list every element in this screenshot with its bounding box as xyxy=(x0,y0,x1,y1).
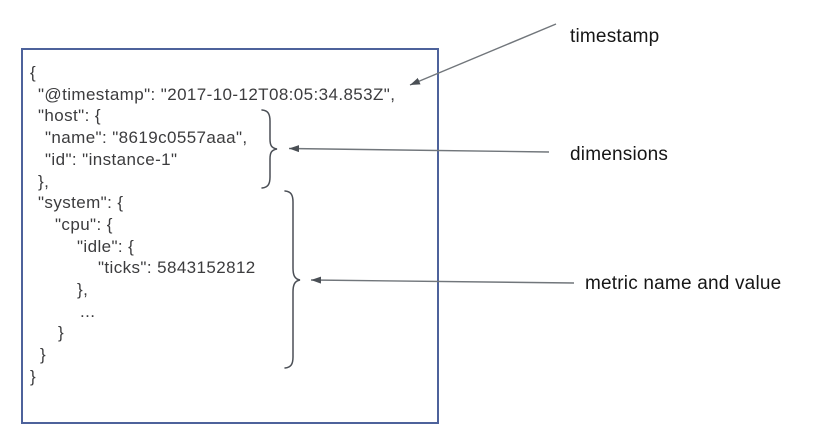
code-line-host-name: "name": "8619c0557aaa", xyxy=(45,128,248,148)
code-line: { xyxy=(30,63,37,82)
code-line: }, xyxy=(38,171,50,191)
code-line-ticks: "ticks": 5843152812 xyxy=(98,258,256,278)
code-line: } xyxy=(40,345,47,365)
code-line-system: "system": { xyxy=(38,193,124,213)
code-line-idle: "idle": { xyxy=(77,236,135,256)
code-line: }, xyxy=(77,280,89,300)
code-line-cpu: "cpu": { xyxy=(55,214,113,234)
metric-name-value-label: metric name and value xyxy=(585,273,782,294)
dimensions-label: dimensions xyxy=(570,144,669,165)
code-line-timestamp: "@timestamp": "2017-10-12T08:05:34.853Z"… xyxy=(38,84,396,104)
timestamp-label: timestamp xyxy=(570,26,660,47)
code-line-host: "host": { xyxy=(38,106,101,126)
metric-document-box: { "@timestamp": "2017-10-12T08:05:34.853… xyxy=(21,48,439,424)
code-line-ellipsis: ... xyxy=(80,301,96,321)
code-line: } xyxy=(58,323,65,343)
code-line-host-id: "id": "instance-1" xyxy=(45,149,178,169)
code-line: } xyxy=(30,366,37,386)
json-code-block: { "@timestamp": "2017-10-12T08:05:34.853… xyxy=(23,62,437,388)
